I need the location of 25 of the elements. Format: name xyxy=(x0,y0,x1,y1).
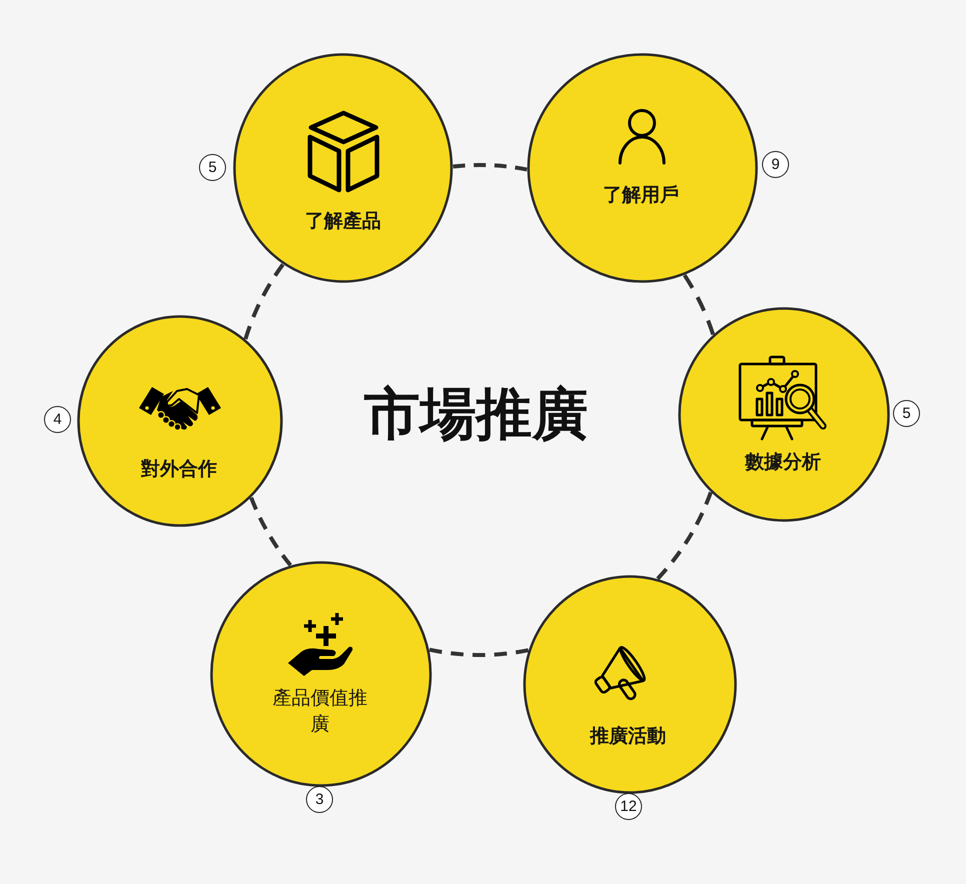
step-circle xyxy=(233,53,453,283)
step-circle xyxy=(527,53,758,283)
dashed-connector xyxy=(249,496,292,566)
node-label: 了解產品 xyxy=(305,210,381,234)
count-badge: 3 xyxy=(306,786,333,813)
step-circle xyxy=(678,307,890,522)
dashed-connector xyxy=(682,274,715,336)
count-badge: 12 xyxy=(615,793,642,820)
diagram-title: 市場推廣 xyxy=(364,384,588,444)
count-badge: 5 xyxy=(199,154,226,181)
dashed-connector xyxy=(244,263,285,340)
count-badge: 4 xyxy=(44,406,71,433)
node-label: 推廣活動 xyxy=(590,724,666,749)
node-label: 數據分析 xyxy=(745,451,821,475)
step-circle xyxy=(77,315,283,527)
dashed-connector xyxy=(452,163,528,172)
count-badge: 5 xyxy=(893,400,920,427)
node-label: 了解用戶 xyxy=(603,184,679,208)
node-label: 產品價值推廣 xyxy=(272,687,368,737)
node-label: 對外合作 xyxy=(141,458,217,482)
dashed-connector xyxy=(429,648,529,657)
step-circle xyxy=(523,575,737,794)
dashed-connector xyxy=(656,492,713,580)
count-badge: 9 xyxy=(762,151,789,178)
step-circle xyxy=(210,561,432,787)
